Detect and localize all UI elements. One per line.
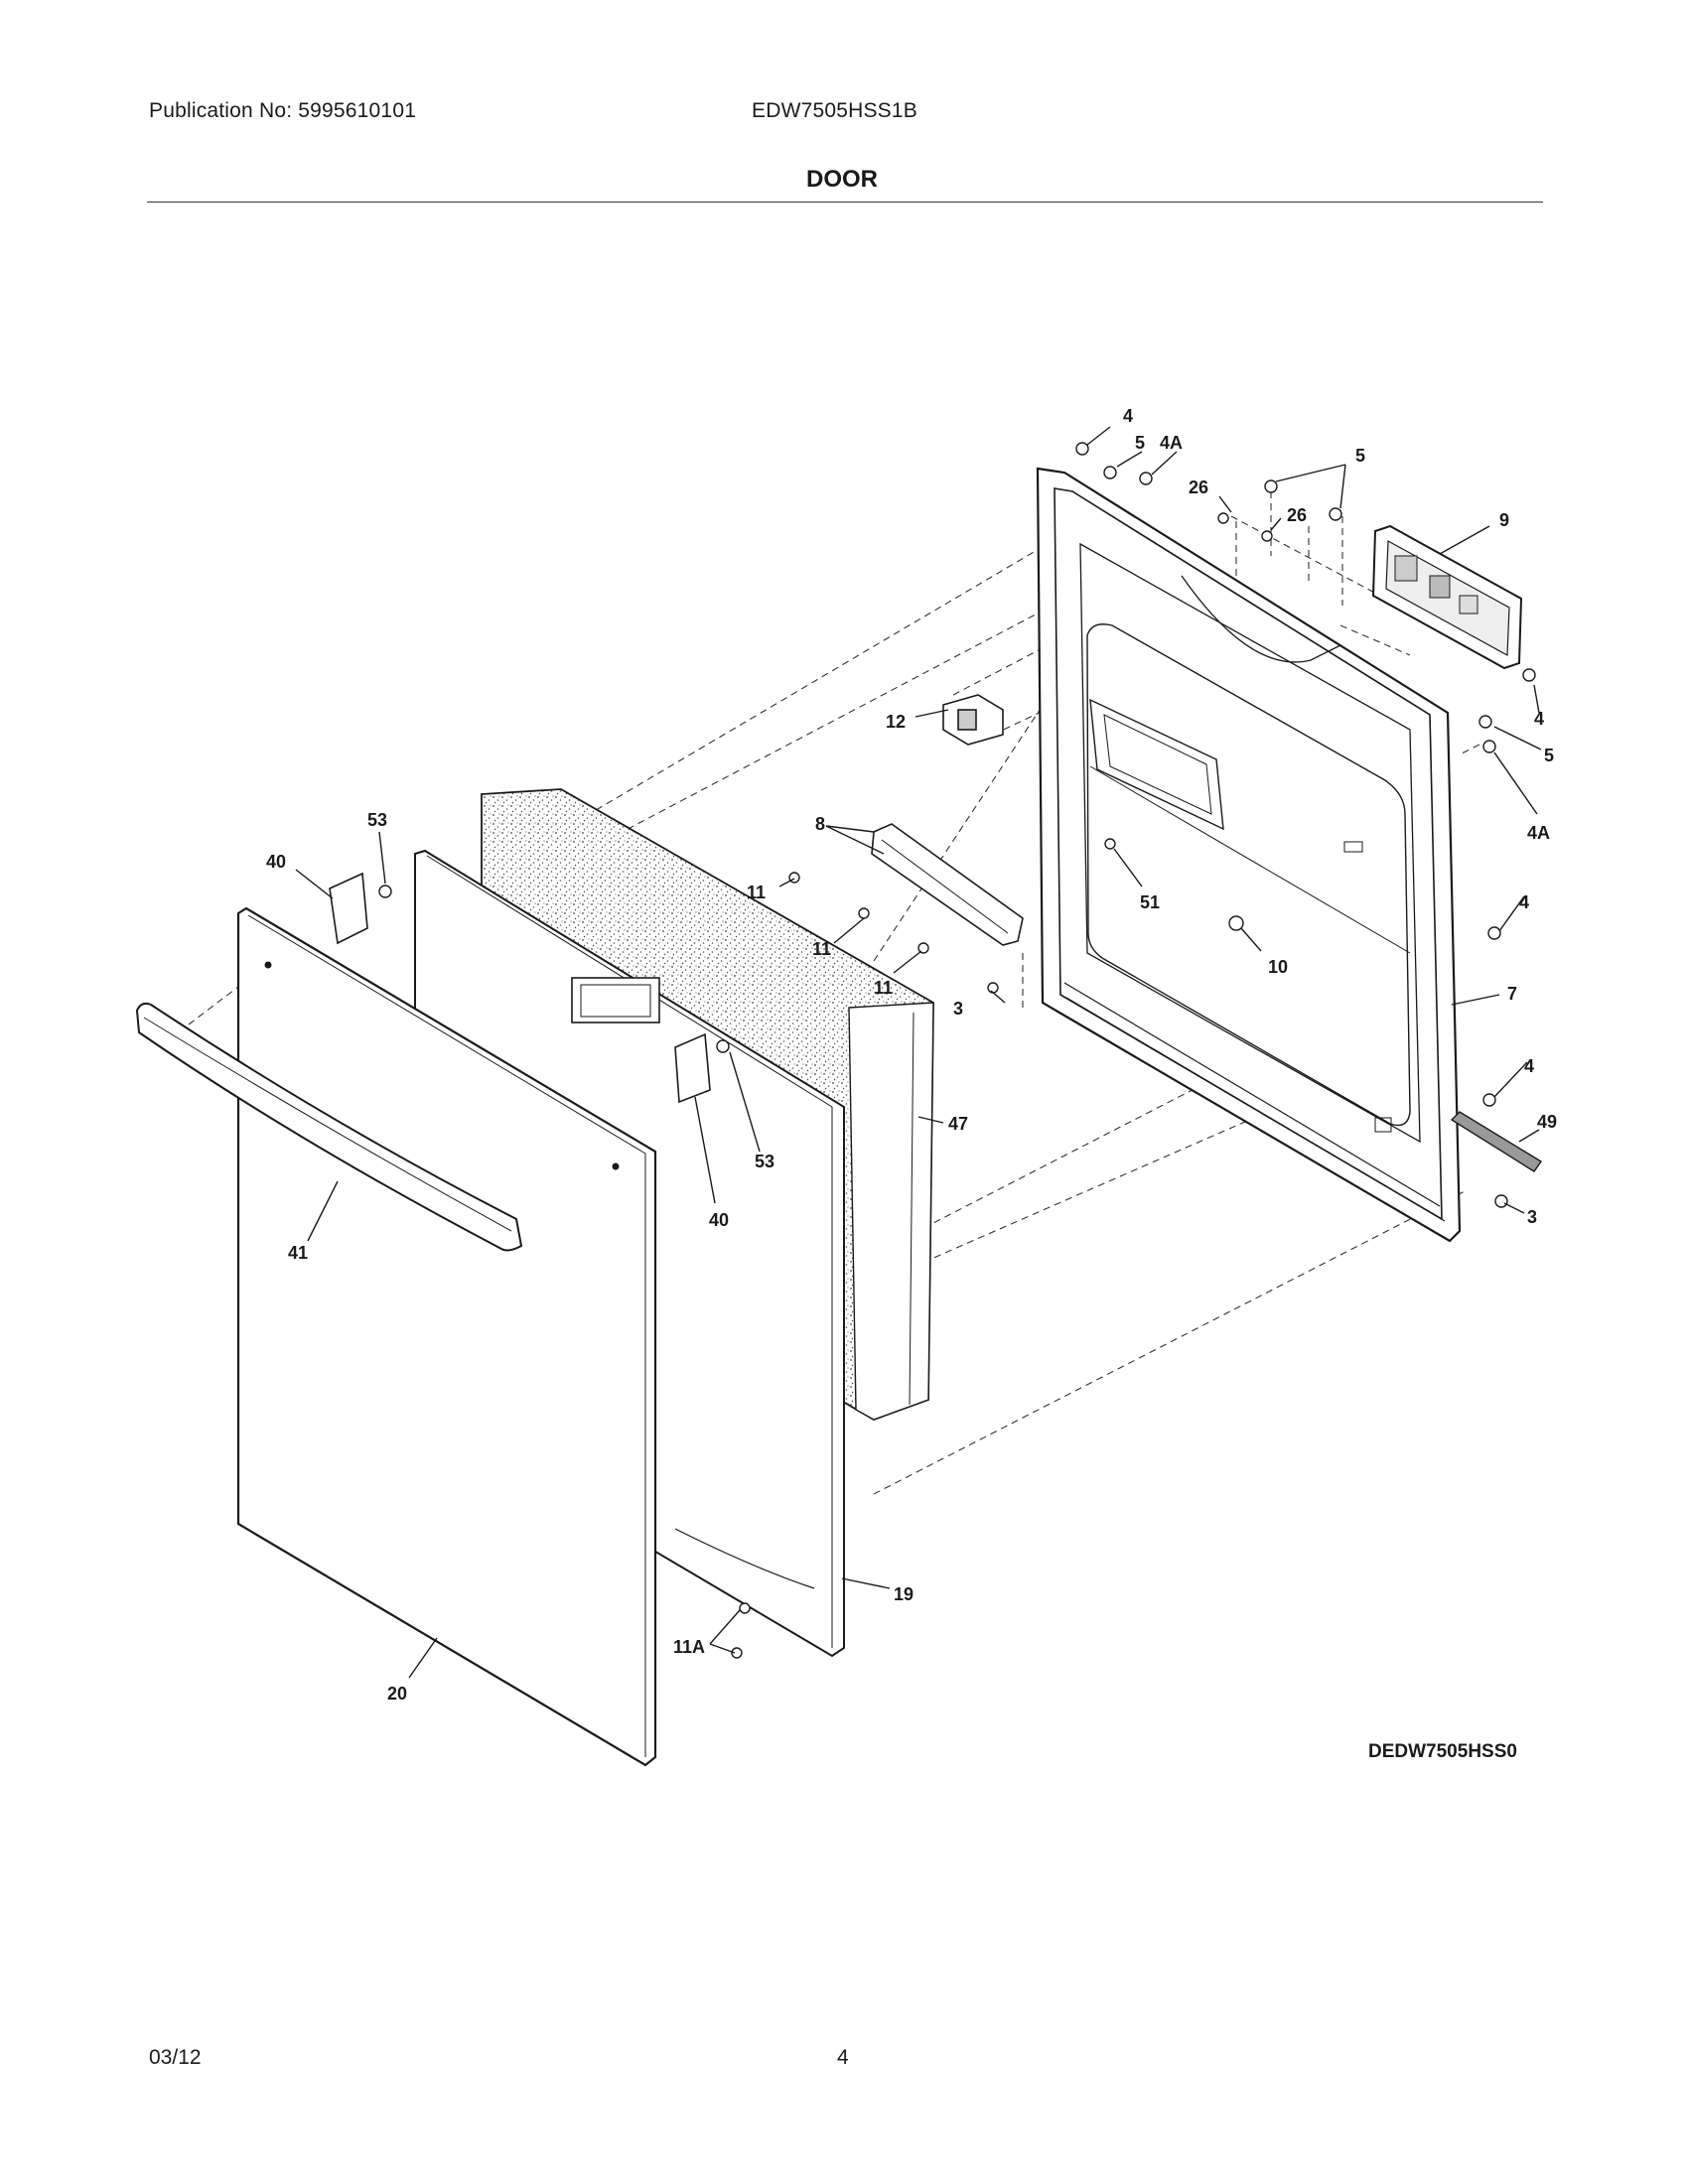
door-vent xyxy=(871,823,1024,946)
callout-label: 7 xyxy=(1507,984,1517,1004)
drawing-identifier: DEDW7505HSS0 xyxy=(1368,1741,1517,1762)
callout-label: 4 xyxy=(1123,406,1133,426)
badge-plates xyxy=(329,872,711,1104)
callout-label: 4 xyxy=(1519,892,1529,912)
callout-label: 11 xyxy=(812,939,831,959)
callout-label: 4A xyxy=(1527,823,1550,843)
callout-label: 26 xyxy=(1189,478,1208,497)
callout-label: 5 xyxy=(1355,446,1365,466)
callout-label: 41 xyxy=(288,1243,308,1263)
callout-label: 40 xyxy=(266,852,286,872)
callout-label: 11 xyxy=(747,883,766,902)
page-number: 4 xyxy=(837,2046,849,2069)
model-number: EDW7505HSS1B xyxy=(752,99,917,122)
publication-number: Publication No: 5995610101 xyxy=(149,99,417,122)
callout-label: 26 xyxy=(1287,505,1307,525)
callout-label: 53 xyxy=(755,1152,774,1171)
door-latch xyxy=(942,694,1004,746)
callout-label: 3 xyxy=(953,999,963,1019)
callout-label: 49 xyxy=(1537,1112,1557,1132)
door-strip xyxy=(1450,1111,1543,1172)
section-title: DOOR xyxy=(806,166,878,193)
callout-label: 4A xyxy=(1160,433,1183,453)
callout-label: 40 xyxy=(709,1210,729,1230)
callout-label: 11 xyxy=(874,978,893,998)
screws xyxy=(378,442,1536,1659)
header-divider xyxy=(147,202,1543,203)
inner-door-liner xyxy=(1036,467,1462,1243)
callout-label: 4 xyxy=(1534,709,1544,729)
callout-label: 51 xyxy=(1140,892,1160,912)
callout-label: 10 xyxy=(1268,957,1288,977)
callout-labels: 4 5 4A 26 5 26 9 12 4 5 4A 8 11 51 11 11… xyxy=(266,406,1557,1704)
control-board xyxy=(1371,524,1523,670)
callout-label: 4 xyxy=(1524,1056,1534,1076)
callout-label: 5 xyxy=(1544,746,1554,765)
callout-label: 47 xyxy=(948,1114,968,1134)
publication-date: 03/12 xyxy=(149,2046,202,2069)
callout-label: 8 xyxy=(815,814,825,834)
callout-label: 5 xyxy=(1135,433,1145,453)
callout-label: 20 xyxy=(387,1684,407,1704)
callout-label: 3 xyxy=(1527,1207,1537,1227)
callout-label: 53 xyxy=(367,810,387,830)
callout-label: 11A xyxy=(673,1637,705,1657)
callout-label: 9 xyxy=(1499,510,1509,530)
door-handle xyxy=(135,1002,523,1252)
leader-lines xyxy=(295,426,1542,1679)
outer-door-panel xyxy=(236,906,657,1767)
callout-label: 12 xyxy=(886,712,906,732)
callout-label: 19 xyxy=(894,1584,914,1604)
